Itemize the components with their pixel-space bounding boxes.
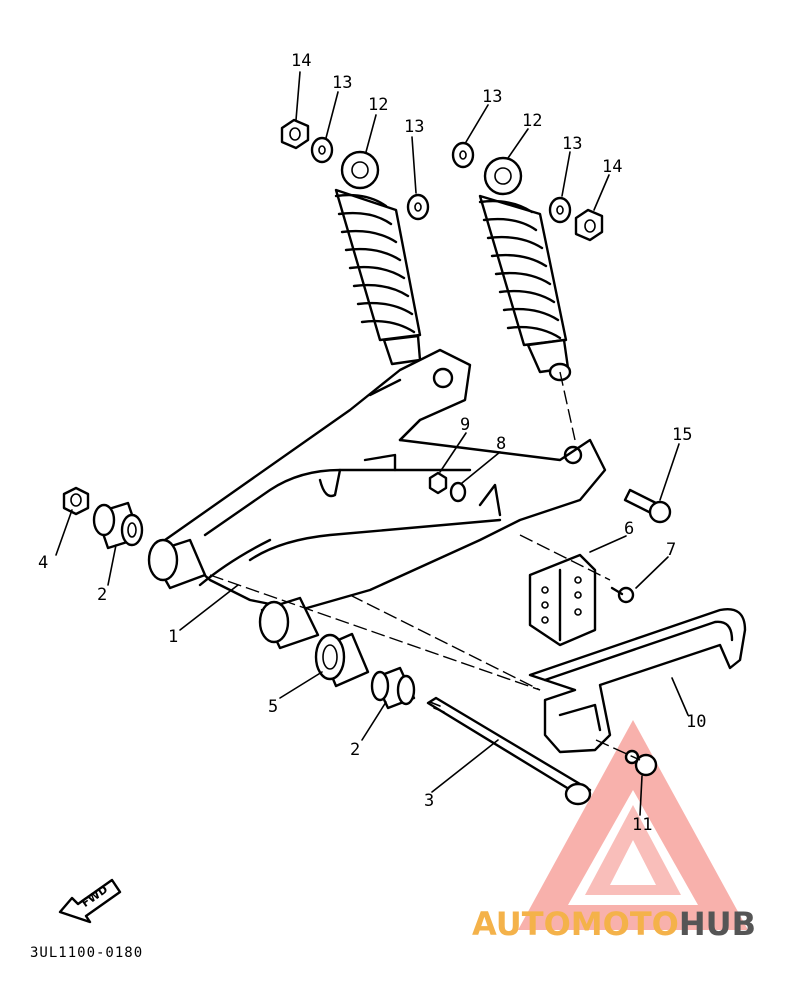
- bolt-15: [623, 488, 672, 524]
- pivot-shaft-3: [426, 696, 592, 806]
- callout-14: 14: [291, 51, 311, 71]
- callout-13: 13: [562, 134, 582, 154]
- bushing-right: [370, 666, 416, 710]
- thrust-cover-5: [314, 632, 370, 688]
- callouts: 14 13 12 13 13 12 13 14 9 8 15 6 7 4 2 1…: [38, 51, 706, 835]
- watermark-logo: [518, 720, 748, 930]
- callout-6: 6: [624, 519, 634, 539]
- callout-14: 14: [602, 157, 622, 177]
- callout-1: 1: [168, 627, 178, 647]
- callout-2: 2: [350, 740, 360, 760]
- callout-11: 11: [632, 815, 652, 835]
- callout-4: 4: [38, 553, 48, 573]
- watermark-hub: HUB: [679, 905, 756, 943]
- bracket-6: [528, 553, 597, 647]
- bushing-left: [92, 501, 144, 550]
- washer-13-c: [451, 141, 475, 169]
- screw-7: [610, 586, 635, 604]
- callout-12: 12: [522, 111, 542, 131]
- nut-14-right: [574, 208, 604, 242]
- callout-15: 15: [672, 425, 692, 445]
- callout-13: 13: [332, 73, 352, 93]
- callout-13: 13: [482, 87, 502, 107]
- watermark-automoto: AUTOMOTO: [472, 905, 679, 943]
- diagram-code: 3UL1100-0180: [30, 945, 143, 961]
- right-shock-absorber: [478, 156, 572, 382]
- callout-12: 12: [368, 95, 388, 115]
- callout-5: 5: [268, 697, 278, 717]
- washer-8: [449, 481, 467, 503]
- callout-3: 3: [424, 791, 434, 811]
- nut-9: [428, 471, 448, 495]
- callout-2: 2: [97, 585, 107, 605]
- assembly-lines: [209, 371, 641, 761]
- fwd-arrow: FWD: [58, 878, 122, 924]
- svg-text:AUTOMOTOHUB: AUTOMOTOHUB: [472, 905, 756, 943]
- washer-13-d: [548, 196, 572, 224]
- callout-13: 13: [404, 117, 424, 137]
- left-pivot-boss: [147, 538, 207, 590]
- chain-guard-10: [528, 608, 747, 754]
- bolt-11: [624, 749, 658, 777]
- washer-13-b: [406, 193, 430, 221]
- watermark-text: AUTOMOTOHUB: [472, 905, 756, 943]
- callout-10: 10: [686, 712, 706, 732]
- callout-9: 9: [460, 415, 470, 435]
- callout-7: 7: [666, 540, 676, 560]
- washer-13-a: [310, 136, 334, 164]
- nut-4: [62, 486, 90, 516]
- left-shock-absorber: [334, 150, 422, 366]
- callout-8: 8: [496, 434, 506, 454]
- leader-lines: [55, 71, 689, 816]
- nut-14-left: [280, 118, 310, 150]
